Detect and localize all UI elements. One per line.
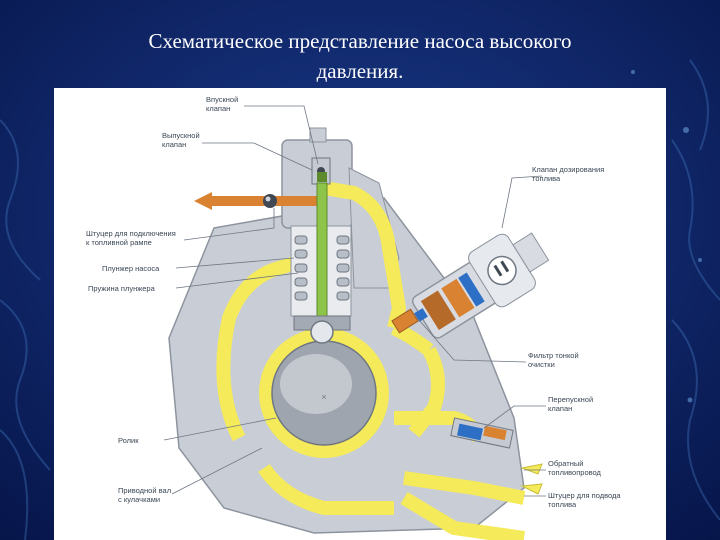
- label-pump-plunger: Плунжер насоса: [102, 264, 160, 273]
- label-outlet-valve: Выпускной клапан: [162, 131, 202, 149]
- label-rail-fitting: Штуцер для подключения к топливной рампе: [86, 229, 178, 247]
- metering-valve: [411, 232, 550, 339]
- label-plunger-spring: Пружина плунжера: [88, 284, 156, 293]
- label-roller: Ролик: [118, 436, 139, 445]
- label-supply-fitting: Штуцер для подвода топлива: [548, 491, 623, 509]
- return-line-arrow: [520, 463, 543, 495]
- slide-title-line-1: Схематическое представление насоса высок…: [148, 29, 572, 53]
- plunger-assembly: [290, 172, 352, 344]
- label-camshaft: Приводной вал с кулачками: [118, 486, 173, 504]
- slide-title-line-2: давления.: [316, 59, 404, 83]
- label-metering-valve: Клапан дозирования топлива: [532, 165, 606, 183]
- label-inlet-valve: Впускной клапан: [206, 95, 240, 113]
- outlet-line: [194, 192, 326, 210]
- label-bypass-valve: Перепускной клапан: [548, 395, 595, 413]
- label-return-line: Обратный топливопровод: [548, 459, 602, 477]
- bypass-valve: [450, 417, 514, 449]
- plunger-spring: [294, 235, 350, 301]
- pump-schematic: ×: [86, 95, 623, 540]
- leader-lines: [163, 105, 546, 497]
- pump-diagram: ×: [54, 88, 666, 540]
- svg-text:×: ×: [321, 392, 326, 402]
- cam-chamber: ×: [259, 328, 389, 458]
- fine-filter: [391, 308, 428, 334]
- slide-title: Схематическое представление насоса высок…: [40, 26, 680, 86]
- label-fine-filter: Фильтр тонкой очистки: [528, 351, 581, 369]
- callout-labels: Впускной клапан Выпускной клапан Штуцер …: [86, 95, 623, 509]
